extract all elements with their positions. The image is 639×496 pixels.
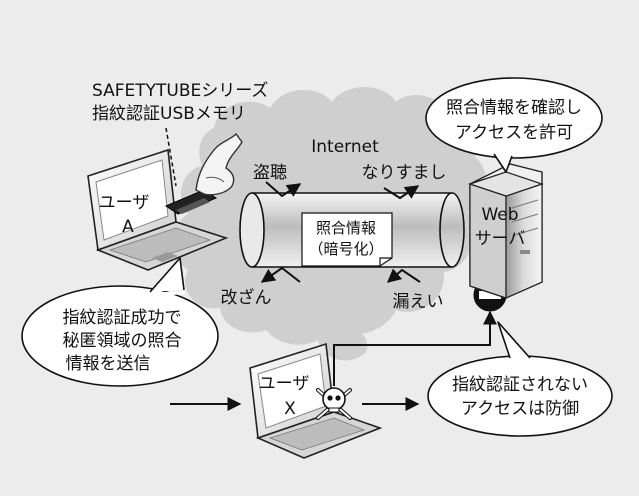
laptop-icon [87,148,229,271]
tampering-arrow [260,266,301,283]
threat-eavesdrop: 盗聴 [253,163,287,183]
user-a-label-line1: ユーザ [99,193,150,213]
callout-block [427,321,613,437]
callout-server [425,77,603,173]
hand-icon [195,132,243,196]
product-label-line1: SAFETYTUBEシリーズ [92,81,268,101]
product-label-pointer [165,127,177,187]
attack-path-arrow [333,310,497,386]
eavesdrop-arrow [265,181,302,198]
leakage-arrow [386,268,421,283]
callout-block-line1: 指紋認証されない [452,375,588,395]
server-label-line1: Web [481,205,518,225]
spoofing-arrow [383,185,420,200]
internet-label: Internet [311,137,379,157]
laptop-icon [249,342,383,459]
callout-server-line2: アクセスを許可 [455,123,573,143]
threat-leakage: 漏えい [393,292,444,312]
callout-user-a-line3: 情報を送信 [66,354,151,374]
threat-tampering: 改ざん [221,287,272,308]
callout-user-a-line2: 秘匿領域の照合 [63,331,182,351]
callout-block-line2: アクセスは防御 [461,399,579,419]
product-label-line2: 指紋認証USBメモリ [92,104,246,124]
user-x-label-line1: ユーザ [259,374,310,394]
threat-spoofing: なりすまし [362,163,447,183]
tunnel-label-line1: 照合情報 [316,219,376,237]
user-a-label-line2: A [122,217,134,237]
skull-crossbones-icon [316,387,352,420]
callout-user-a-line1: 指紋認証成功で [63,308,182,328]
server-label-line2: サーバ [475,229,526,249]
user-x-label-line2: X [284,399,296,419]
server-icon [468,163,544,299]
cloud-lower-lobe [262,322,368,361]
callout-server-line1: 照合情報を確認し [446,98,582,118]
tunnel-label-box [301,212,393,267]
callout-user-a [21,257,219,387]
usb-key-icon [164,189,218,215]
tunnel-label-line2: （暗号化） [308,240,383,258]
